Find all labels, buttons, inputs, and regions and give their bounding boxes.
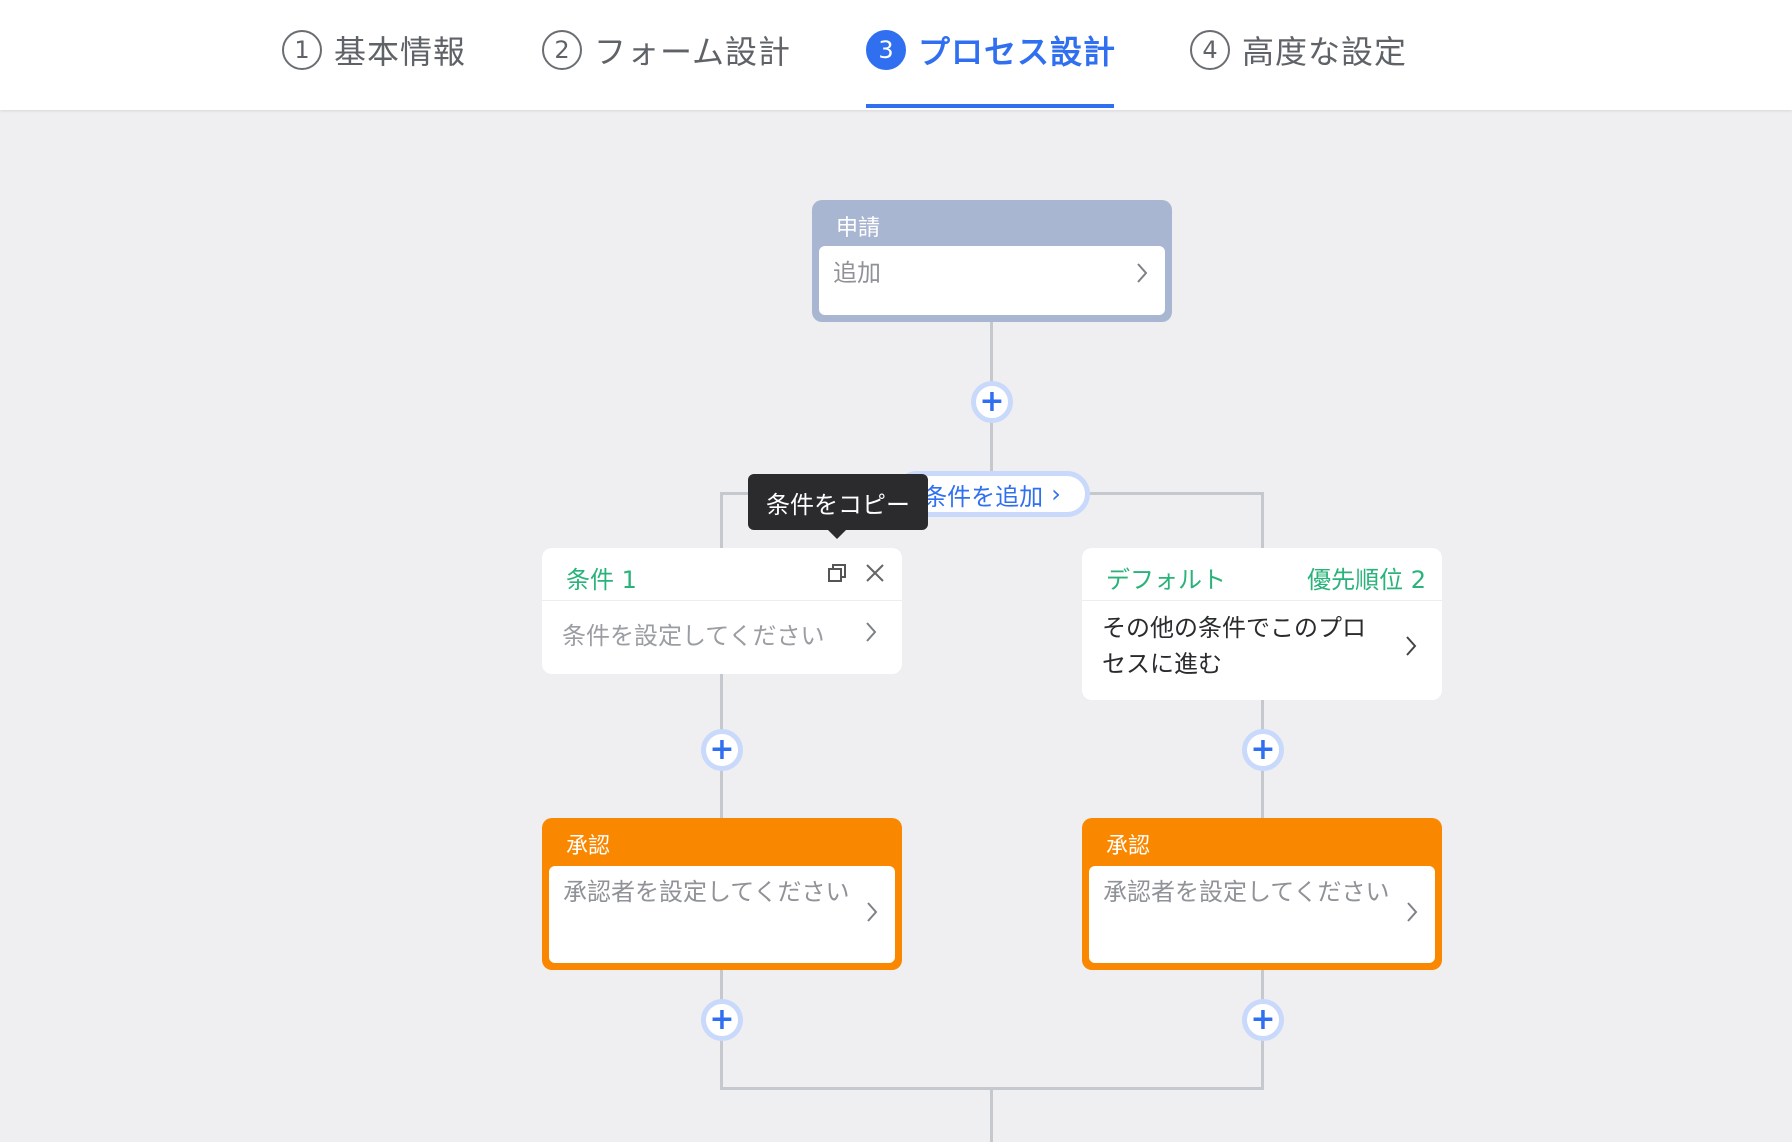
approver-node: 承認 承認者を設定してください — [1082, 818, 1442, 970]
tooltip-arrow — [828, 530, 846, 539]
apply-node: 申請 追加 — [812, 200, 1172, 322]
plus-icon: + — [709, 1002, 735, 1037]
plus-icon: + — [1250, 732, 1276, 767]
condition-placeholder: 条件を設定してください — [562, 622, 825, 650]
apply-node-value: 追加 — [833, 259, 881, 287]
default-condition-text: その他の条件でこのプロセスに進む — [1102, 614, 1366, 678]
plus-icon: + — [979, 384, 1005, 419]
copy-condition-tooltip: 条件をコピー — [748, 474, 928, 539]
add-node-button[interactable]: + — [701, 729, 743, 771]
step-label: 基本情報 — [334, 33, 467, 71]
add-node-button[interactable]: + — [701, 999, 743, 1041]
step-label: プロセス設計 — [918, 33, 1117, 71]
chevron-right-icon — [864, 618, 878, 651]
approver-node-body[interactable]: 承認者を設定してください — [549, 866, 895, 963]
step-number: 1 — [282, 30, 322, 70]
connector-line — [1261, 492, 1264, 550]
step-number: 2 — [542, 30, 582, 70]
approver-node-body[interactable]: 承認者を設定してください — [1089, 866, 1435, 963]
add-node-button[interactable]: + — [971, 381, 1013, 423]
approver-placeholder: 承認者を設定してください — [563, 878, 850, 906]
step-process-design[interactable]: 3 プロセス設計 — [866, 30, 1117, 71]
plus-icon: + — [709, 732, 735, 767]
chevron-right-icon — [1405, 898, 1419, 931]
connector-line — [990, 1087, 993, 1142]
close-icon[interactable] — [864, 562, 886, 588]
step-number: 3 — [866, 30, 906, 70]
approver-placeholder: 承認者を設定してください — [1103, 878, 1390, 906]
approver-node-title: 承認 — [1106, 834, 1151, 859]
step-number: 4 — [1190, 30, 1230, 70]
default-condition-card[interactable]: デフォルト 優先順位 2 その他の条件でこのプロセスに進む — [1082, 548, 1442, 700]
condition-title: 条件 1 — [566, 566, 637, 594]
approver-node-title: 承認 — [566, 834, 611, 859]
plus-icon: + — [1250, 1002, 1276, 1037]
step-form-design[interactable]: 2 フォーム設計 — [542, 30, 792, 71]
add-node-button[interactable]: + — [1242, 729, 1284, 771]
priority-label: 優先順位 2 — [1307, 566, 1426, 594]
step-label: 高度な設定 — [1242, 33, 1408, 71]
step-header: 1 基本情報 2 フォーム設計 3 プロセス設計 4 高度な設定 — [0, 0, 1792, 110]
chevron-right-icon — [1404, 632, 1418, 665]
default-title: デフォルト — [1106, 566, 1226, 594]
divider — [1082, 600, 1442, 601]
step-label: フォーム設計 — [594, 33, 792, 71]
approver-node: 承認 承認者を設定してください — [542, 818, 902, 970]
add-node-button[interactable]: + — [1242, 999, 1284, 1041]
copy-icon[interactable] — [826, 562, 848, 588]
chevron-right-icon — [865, 898, 879, 931]
step-basic-info[interactable]: 1 基本情報 — [282, 30, 467, 71]
divider — [542, 600, 902, 601]
chevron-right-icon — [1135, 259, 1149, 292]
connector-line — [720, 492, 723, 550]
apply-node-body[interactable]: 追加 — [819, 246, 1165, 315]
add-condition-label: 条件を追加 — [923, 482, 1044, 511]
condition-card[interactable]: 条件 1 条件を設定してください — [542, 548, 902, 674]
active-step-underline — [866, 104, 1114, 108]
step-advanced-settings[interactable]: 4 高度な設定 — [1190, 30, 1408, 71]
tooltip-text: 条件をコピー — [766, 490, 910, 519]
chevron-right-icon: › — [1051, 480, 1061, 508]
apply-node-title: 申請 — [836, 216, 881, 241]
